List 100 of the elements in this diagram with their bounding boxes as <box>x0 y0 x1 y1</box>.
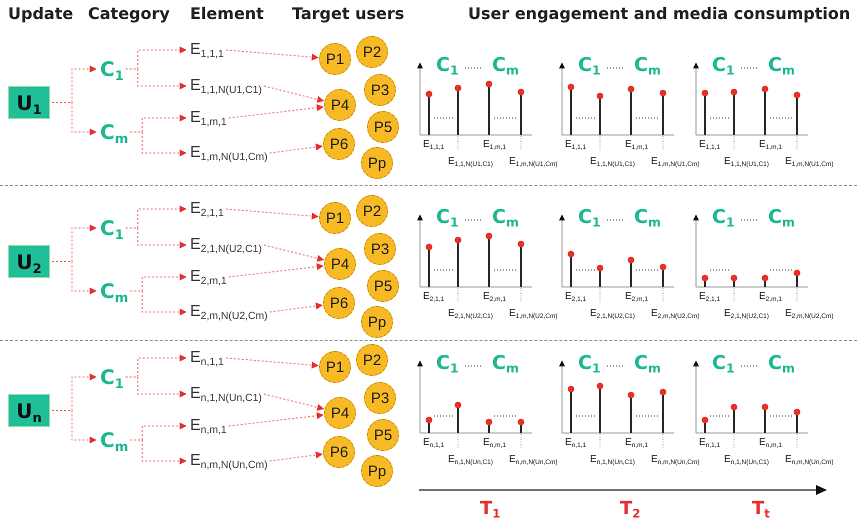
axis-tick-label: E$_{n,1,1}$ <box>565 438 586 448</box>
axis-tick-label: E$_{1,m,1}$ <box>483 140 506 150</box>
axis-tick-label: E$_{1,m,1}$ <box>625 140 648 150</box>
chart-series-label: C$_{m}$ <box>768 354 795 373</box>
axis-tick-label: E$_{2,1,N(U2,C1)}$ <box>448 309 493 319</box>
user-circle: P4 <box>324 397 356 429</box>
axis-tick-label: E$_{1,1,N(U1,C1)}$ <box>590 157 635 167</box>
element-label: E$_{1,1,1}$ <box>190 42 224 58</box>
time-label: T$_{t}$ <box>752 500 770 518</box>
chart-series-label: C$_{m}$ <box>768 56 795 75</box>
user-circle: P5 <box>367 419 399 451</box>
axis-tick-label: E$_{1,1,1}$ <box>423 140 444 150</box>
element-label: E$_{2,m,1}$ <box>190 269 227 285</box>
axis-tick-label: E$_{2,1,1}$ <box>699 292 720 302</box>
user-circle: P1 <box>319 202 351 234</box>
user-circle: P3 <box>364 233 396 265</box>
user-circle: P2 <box>356 36 388 68</box>
user-circle: P2 <box>356 195 388 227</box>
axis-tick-label: E$_{2,m,N(U2,Cm)}$ <box>785 309 834 319</box>
user-circle: P4 <box>324 89 356 121</box>
chart-series-label: C$_{m}$ <box>768 208 795 227</box>
axis-tick-label: E$_{n,1,1}$ <box>423 438 444 448</box>
arrow <box>263 244 324 262</box>
chart-series-label: C$_{1}$ <box>712 354 735 373</box>
arrow <box>52 102 97 136</box>
time-label: T$_{1}$ <box>480 500 500 518</box>
chart-series-label: C$_{1}$ <box>712 56 735 75</box>
chart-series-label: C$_{1}$ <box>578 208 601 227</box>
axis-tick-label: E$_{1,1,1}$ <box>699 140 720 150</box>
user-circle: Pp <box>361 147 393 179</box>
axis-tick-label: E$_{2,m,1}$ <box>625 292 648 302</box>
chart-series-label: C$_{1}$ <box>578 354 601 373</box>
arrow <box>228 104 324 118</box>
user-circle: Pp <box>361 306 393 338</box>
axis-tick-label: E$_{2,1,N(U2,C1)}$ <box>590 309 635 319</box>
axis-tick-label: E$_{1,m,1}$ <box>759 140 782 150</box>
axis-tick-label: E$_{2,1,N(U2,C1)}$ <box>724 309 769 319</box>
axis-tick-label: E$_{1,m,N(U1,Cm)}$ <box>785 157 834 167</box>
column-header: Target users <box>292 6 404 22</box>
chart-series-label: C$_{m}$ <box>634 56 661 75</box>
axis-tick-label: E$_{n,m,1}$ <box>759 438 782 448</box>
axis-tick-label: E$_{2,m,1}$ <box>759 292 782 302</box>
user-circle: P5 <box>367 111 399 143</box>
arrow <box>130 132 187 156</box>
axis-tick-label: E$_{1,m,N(U1,Cm)}$ <box>509 157 558 167</box>
user-circle: P6 <box>323 128 355 160</box>
user-circle: P1 <box>319 351 351 383</box>
arrow <box>52 261 97 294</box>
axis-tick-label: E$_{n,m,N(Un,Cm)}$ <box>651 455 700 465</box>
user-circle: P1 <box>319 43 351 75</box>
chart-series-label: C$_{m}$ <box>492 208 519 227</box>
axis-tick-label: E$_{n,m,1}$ <box>625 438 648 448</box>
category-label: C$_{1}$ <box>100 367 124 387</box>
axis-tick-label: E$_{1,1,N(U1,C1)}$ <box>448 157 493 167</box>
element-label: E$_{1,m,N(U1,Cm)}$ <box>190 145 268 161</box>
arrow <box>125 376 187 398</box>
arrow <box>225 358 319 369</box>
element-label: E$_{2,1,1}$ <box>190 201 224 217</box>
arrow <box>125 228 187 248</box>
user-circle: Pp <box>361 455 393 487</box>
axis-tick-label: E$_{2,1,1}$ <box>423 292 444 302</box>
axis-tick-label: E$_{n,m,N(Un,Cm)}$ <box>785 455 834 465</box>
axis-tick-label: E$_{1,m,N(U1,Cm)}$ <box>651 157 700 167</box>
update-box: U$_{2}$ <box>8 245 50 278</box>
chart-series-label: C$_{1}$ <box>436 56 459 75</box>
arrow <box>269 452 323 462</box>
category-label: C$_{1}$ <box>100 59 124 79</box>
axis-tick-label: E$_{n,1,1}$ <box>699 438 720 448</box>
arrow <box>269 144 323 154</box>
user-circle: P6 <box>323 436 355 468</box>
axis-tick-label: E$_{2,1,1}$ <box>565 292 586 302</box>
column-header: Category <box>88 6 170 22</box>
axis-tick-label: E$_{2,m,1}$ <box>483 292 506 302</box>
chart-series-label: C$_{m}$ <box>492 354 519 373</box>
column-header: Element <box>190 6 264 22</box>
chart-series-label: C$_{m}$ <box>492 56 519 75</box>
element-label: E$_{2,m,N(U2,Cm)}$ <box>190 304 268 320</box>
user-circle: P5 <box>367 270 399 302</box>
element-label: E$_{2,1,N(U2,C1)}$ <box>190 237 262 253</box>
user-circle: P4 <box>324 248 356 280</box>
arrow <box>263 86 324 103</box>
arrow <box>228 412 324 426</box>
time-label: T$_{2}$ <box>620 500 640 518</box>
user-circle: P3 <box>364 74 396 106</box>
chart-series-label: C$_{m}$ <box>634 208 661 227</box>
chart-series-label: C$_{1}$ <box>436 208 459 227</box>
chart-series-label: C$_{1}$ <box>578 56 601 75</box>
column-header: User engagement and media consumption <box>468 6 850 22</box>
user-circle: P2 <box>356 344 388 376</box>
update-box: U$_{n}$ <box>8 394 50 427</box>
element-label: E$_{n,1,N(Un,C1)}$ <box>190 386 262 402</box>
arrow <box>269 302 323 312</box>
element-label: E$_{1,1,N(U1,C1)}$ <box>190 78 262 94</box>
arrow <box>263 394 324 411</box>
arrow <box>130 440 187 464</box>
arrow <box>52 410 97 444</box>
arrow <box>130 290 187 316</box>
arrow <box>225 208 319 220</box>
update-box: U$_{1}$ <box>8 86 50 119</box>
axis-tick-label: E$_{n,m,1}$ <box>483 438 506 448</box>
